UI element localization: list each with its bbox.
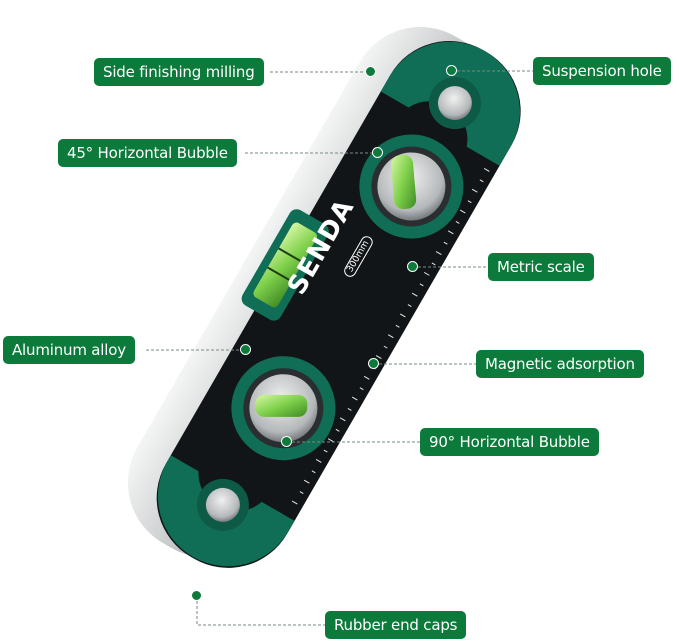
label-suspension-hole: Suspension hole <box>533 57 671 85</box>
label-rubber-end-caps: Rubber end caps <box>325 611 467 639</box>
label-aluminum-alloy: Aluminum alloy <box>3 336 135 364</box>
anchor-dot-rubber-caps <box>191 590 202 601</box>
label-side-finishing-milling: Side finishing milling <box>94 58 264 86</box>
anchor-dot-45-bubble <box>372 147 383 158</box>
vial-90 <box>255 394 308 417</box>
anchor-dot-metric-scale <box>407 261 418 272</box>
label-45-horizontal-bubble: 45° Horizontal Bubble <box>58 139 237 167</box>
anchor-dot-90-bubble <box>281 436 292 447</box>
label-metric-scale: Metric scale <box>488 253 594 281</box>
vial-45 <box>391 154 417 210</box>
anchor-dot-suspension-hole <box>446 65 457 76</box>
leader-lines <box>146 70 533 626</box>
anchor-dot-side-milling <box>365 66 376 77</box>
anchor-dot-aluminum <box>240 344 251 355</box>
suspension-hole-bottom <box>205 487 240 522</box>
label-90-horizontal-bubble: 90° Horizontal Bubble <box>420 428 599 456</box>
anchor-dot-magnetic <box>368 358 379 369</box>
label-magnetic-adsorption: Magnetic adsorption <box>476 350 644 378</box>
horizontal-vial <box>253 222 318 308</box>
suspension-hole-top <box>437 86 472 121</box>
